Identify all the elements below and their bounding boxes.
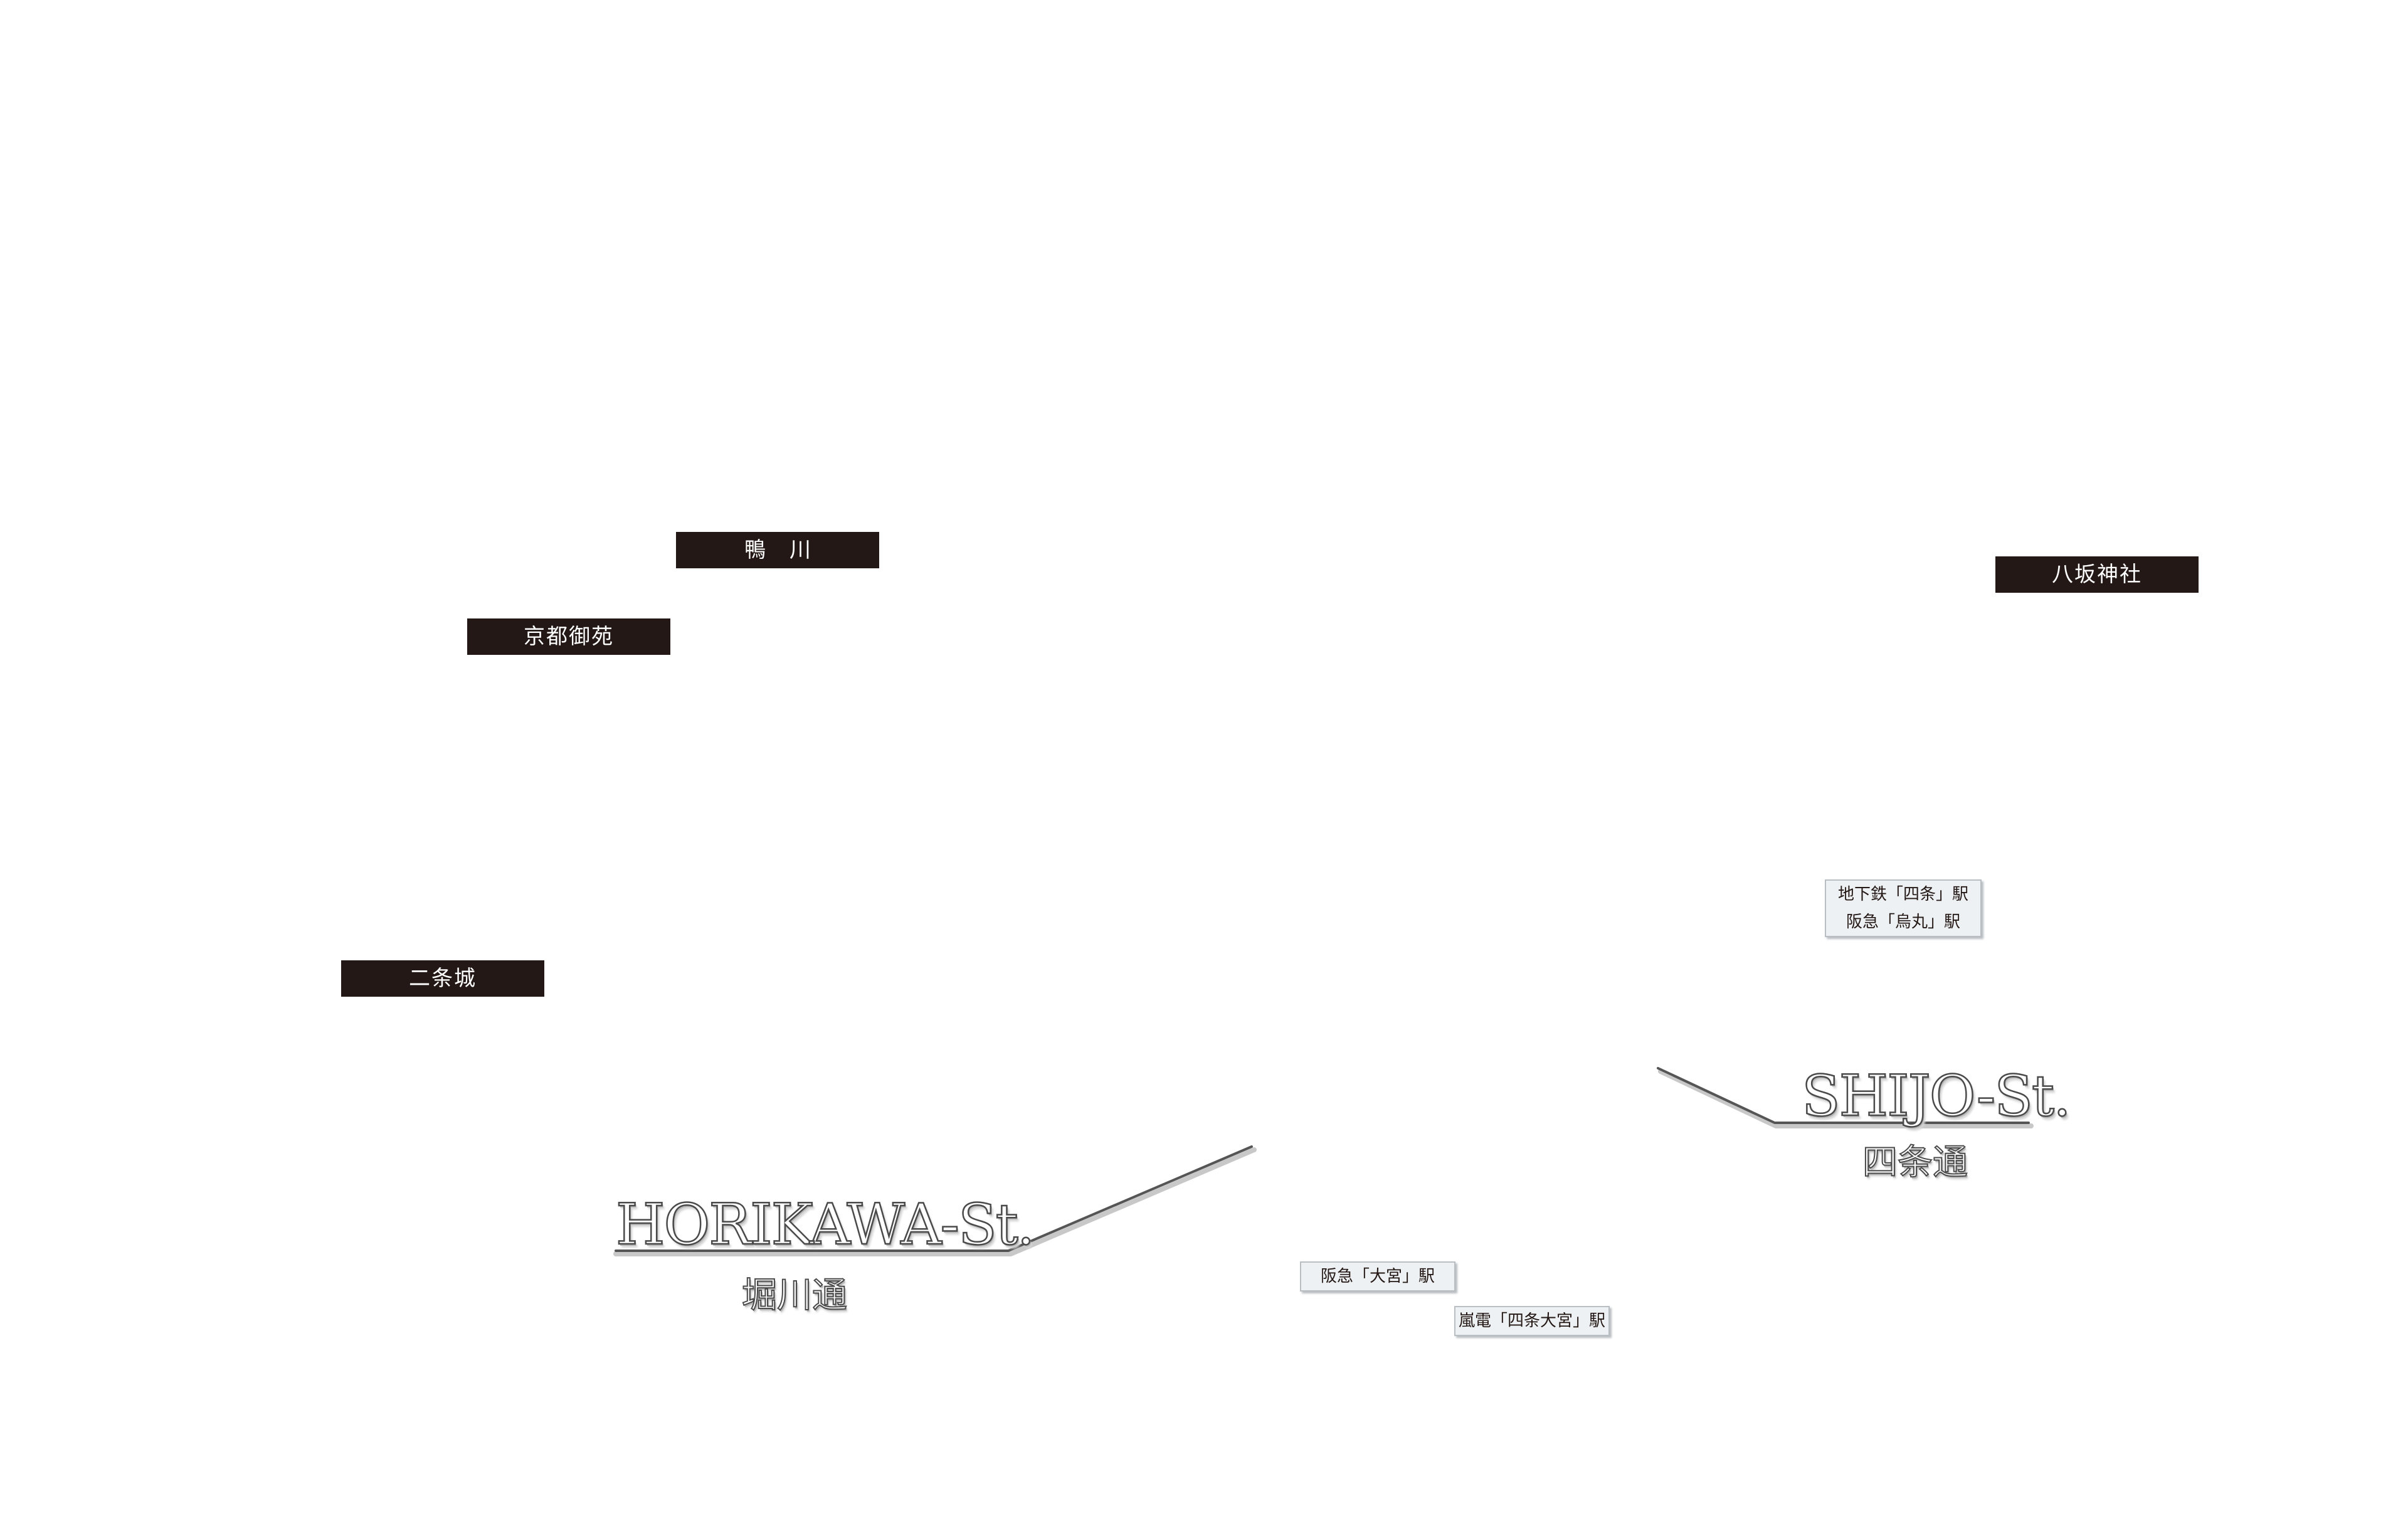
landmark-kyoto-gyoen[interactable]: 京都御苑	[467, 618, 670, 655]
landmark-yasaka-jinja[interactable]: 八坂神社	[1995, 556, 2199, 593]
station-hankyu-karasuma: 阪急「烏丸」駅	[1846, 913, 1960, 931]
landmark-kamogawa[interactable]: 鴨川	[676, 532, 879, 568]
shijo-leader-shadow	[1658, 1069, 2034, 1128]
street-label-shijo-en[interactable]: SHIJO-St.	[1801, 1063, 2072, 1130]
street-label-shijo-jp: 四条通	[1862, 1142, 1968, 1184]
station-randen-shijo-omiya[interactable]: 嵐電「四条大宮」駅	[1454, 1306, 1610, 1336]
shijo-leader	[1657, 1067, 2030, 1124]
station-label-shijo-karasuma[interactable]: 地下鉄「四条」駅 阪急「烏丸」駅	[1825, 879, 1982, 937]
landmark-nijojo[interactable]: 二条城	[341, 960, 544, 997]
horikawa-leader-shadow	[613, 1147, 1257, 1256]
street-label-horikawa-jp: 堀川通	[741, 1275, 848, 1317]
station-hankyu-omiya[interactable]: 阪急「大宮」駅	[1300, 1261, 1455, 1292]
horikawa-leader	[615, 1145, 1253, 1252]
street-label-horikawa-en[interactable]: HORIKAWA-St.	[615, 1191, 1036, 1259]
station-subway-shijo: 地下鉄「四条」駅	[1837, 885, 1968, 904]
